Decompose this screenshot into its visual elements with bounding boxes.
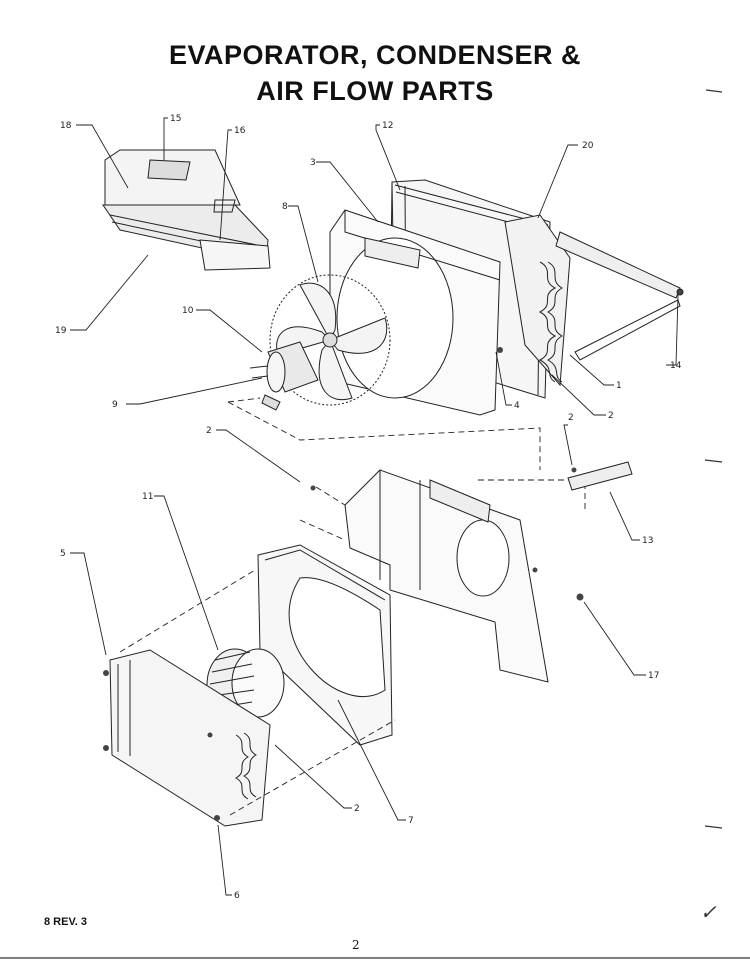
- fan-motor: [249, 341, 319, 411]
- leader-lines: [70, 117, 679, 896]
- fan-blade: [269, 274, 391, 406]
- scroll-housing: [257, 544, 393, 746]
- callout-8: 8: [282, 202, 288, 212]
- callout-6: 6: [234, 891, 240, 901]
- support-bracket: [555, 231, 684, 361]
- callout-16: 16: [234, 126, 246, 136]
- callout-labels: 18 15 16 12 20 3 8 19 10 14 1 4 2 9 2 2 …: [55, 114, 682, 901]
- callout-12: 12: [382, 121, 393, 131]
- handwritten-check-mark: ✓: [700, 900, 717, 924]
- callout-7: 7: [408, 816, 414, 826]
- callout-1: 1: [616, 381, 622, 391]
- screws: [103, 347, 584, 821]
- assembly-dashed-lines: [227, 397, 586, 510]
- evaporator-coil: [504, 214, 571, 387]
- condenser-coil: [109, 649, 271, 827]
- callout-9: 9: [112, 400, 118, 410]
- revision-label: 8 REV. 3: [44, 916, 88, 928]
- callout-13: 13: [642, 536, 653, 546]
- callout-2-evap: 2: [608, 411, 614, 421]
- callout-20: 20: [582, 141, 594, 151]
- base-partition-panel: [344, 469, 549, 683]
- callout-17: 17: [648, 671, 659, 681]
- top-cover-assembly: [102, 149, 271, 271]
- page-title-line-1: EVAPORATOR, CONDENSER &: [168, 40, 582, 70]
- bracket-plate: [567, 461, 633, 491]
- callout-4: 4: [514, 401, 520, 411]
- callout-10: 10: [182, 306, 194, 316]
- page-mark: 2: [352, 938, 360, 952]
- callout-2-condenser: 2: [354, 804, 360, 814]
- shroud-panel: [329, 209, 501, 416]
- page-title-line-2: AIR FLOW PARTS: [256, 76, 494, 106]
- callout-11: 11: [142, 492, 153, 502]
- lower-dashed-lines: [119, 519, 396, 816]
- scan-margin-marks: [0, 89, 750, 959]
- callout-2-base: 2: [206, 426, 212, 436]
- callout-15: 15: [170, 114, 181, 124]
- callout-14: 14: [670, 361, 682, 371]
- callout-19: 19: [55, 326, 67, 336]
- callout-3: 3: [310, 158, 316, 168]
- callout-18: 18: [60, 121, 72, 131]
- callout-2-bracket: 2: [568, 413, 574, 423]
- callout-5: 5: [60, 549, 66, 559]
